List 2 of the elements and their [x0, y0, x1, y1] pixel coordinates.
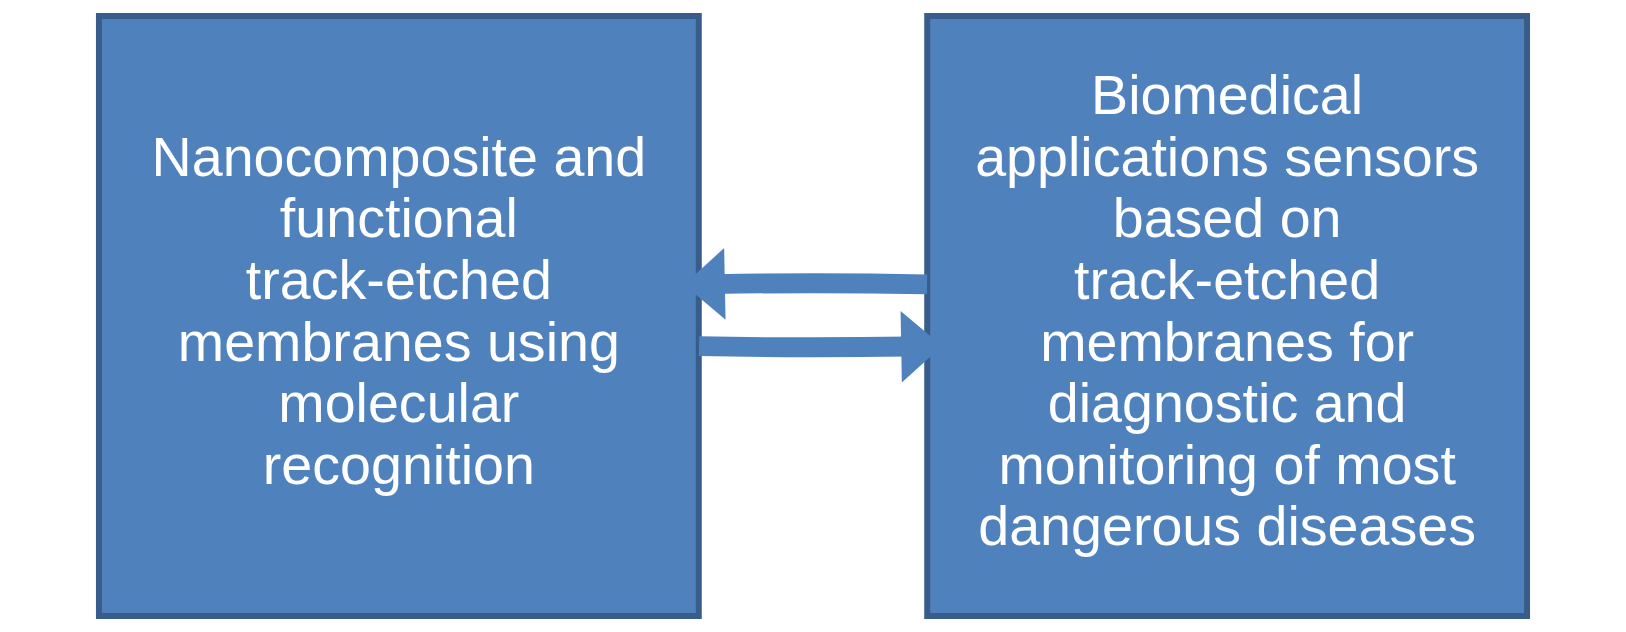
node-box: Biomedical applications sensors based on track-etched membranes for diagnostic and monitoring of most dangerous diseases: [924, 13, 1531, 619]
node-box: Nanocomposite and functional track-etched membranes using molecular recognition: [95, 13, 702, 619]
